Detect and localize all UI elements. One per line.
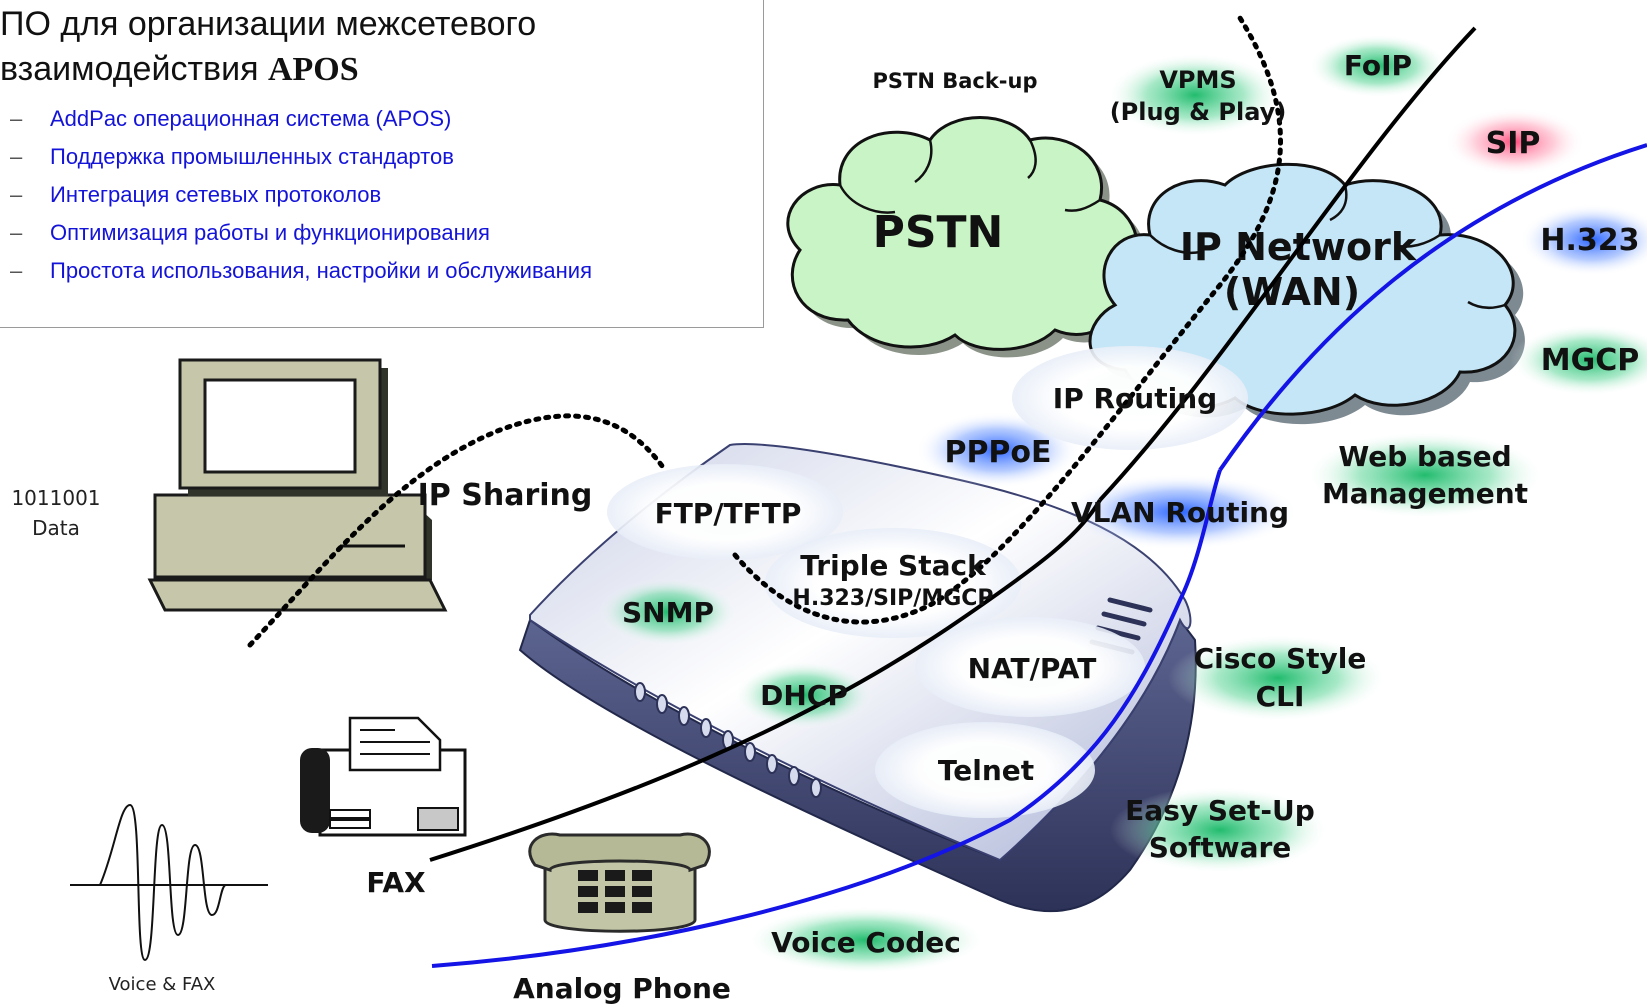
device-leds — [634, 682, 822, 798]
analog-phone-icon — [528, 832, 711, 933]
label-fax: FAX — [366, 866, 426, 899]
label-vpms: VPMS — [1159, 66, 1236, 94]
pstn-cloud-label: PSTN — [873, 207, 1004, 258]
bullet-item: –Оптимизация работы и функционирования — [10, 220, 490, 245]
label-vlan-routing: VLAN Routing — [1071, 496, 1289, 529]
label-web-mgmt: Web based — [1338, 440, 1511, 473]
label-voice-fax: Voice & FAX — [109, 974, 216, 995]
computer-icon — [147, 358, 448, 612]
label-mgcp: MGCP — [1541, 343, 1639, 378]
label-foip: FoIP — [1344, 49, 1412, 82]
connection-lines — [247, 15, 1647, 968]
label-pstn-backup: PSTN Back-up — [872, 69, 1037, 93]
label-cisco-cli: Cisco Style — [1194, 642, 1367, 675]
label-telnet: Telnet — [938, 754, 1034, 787]
voice-waveform-icon — [70, 803, 268, 962]
bullet-item: –Интеграция сетевых протоколов — [10, 182, 382, 207]
label-data: Data — [32, 516, 80, 540]
label-data-bits: 1011001 — [11, 486, 100, 510]
label-triple-stack: Triple Stack — [800, 549, 987, 582]
fax-machine-icon — [300, 716, 467, 837]
label-snmp: SNMP — [622, 596, 714, 629]
title-panel: ПО для организации межсетевого взаимодей… — [0, 0, 764, 328]
labels: PSTN Back-up VPMS (Plug & Play) FoIP SIP… — [11, 49, 1639, 1005]
bullet-item: –AddPac операционная система (APOS) — [10, 106, 452, 131]
title-line-2-bold: APOS — [267, 51, 359, 88]
label-triple-stack-sub: H.323/SIP/MGCP — [792, 586, 993, 611]
bullet-text: Поддержка промышленных стандартов — [50, 144, 454, 169]
bullet-text: Простота использования, настройки и обсл… — [50, 258, 592, 283]
label-analog-phone: Analog Phone — [513, 972, 731, 1005]
bullet-item: –Простота использования, настройки и обс… — [10, 258, 592, 283]
label-ip-sharing: IP Sharing — [418, 478, 593, 513]
bullet-text: Интеграция сетевых протоколов — [50, 182, 382, 207]
label-dhcp: DHCP — [760, 679, 848, 712]
bullet-item: –Поддержка промышленных стандартов — [10, 144, 454, 169]
bullet-text: Оптимизация работы и функционирования — [50, 220, 490, 245]
pstn-cloud: PSTN — [786, 116, 1146, 358]
label-voice-codec: Voice Codec — [771, 926, 961, 959]
label-easy-setup-sub: Software — [1149, 831, 1292, 864]
label-h323: H.323 — [1540, 223, 1639, 258]
label-nat-pat: NAT/PAT — [968, 652, 1097, 685]
page-title: ПО для организации межсетевого взаимодей… — [0, 2, 536, 92]
title-line-1: ПО для организации межсетевого — [0, 5, 537, 43]
label-ftp-tftp: FTP/TFTP — [655, 497, 802, 530]
label-cisco-cli-sub: CLI — [1256, 680, 1305, 713]
label-ip-routing: IP Routing — [1053, 382, 1217, 415]
bullet-text: AddPac операционная система (APOS) — [50, 106, 452, 131]
label-vpms-sub: (Plug & Play) — [1110, 98, 1287, 126]
title-line-2-prefix: взаимодействия — [0, 50, 259, 88]
label-pppoe: PPPoE — [944, 435, 1051, 470]
label-sip: SIP — [1486, 126, 1541, 161]
label-easy-setup: Easy Set-Up — [1125, 794, 1315, 827]
ip-network-cloud-sublabel: (WAN) — [1224, 270, 1360, 314]
label-web-mgmt-sub: Management — [1322, 477, 1528, 510]
feature-bullet-list: –AddPac операционная система (APOS) –Под… — [10, 100, 592, 290]
